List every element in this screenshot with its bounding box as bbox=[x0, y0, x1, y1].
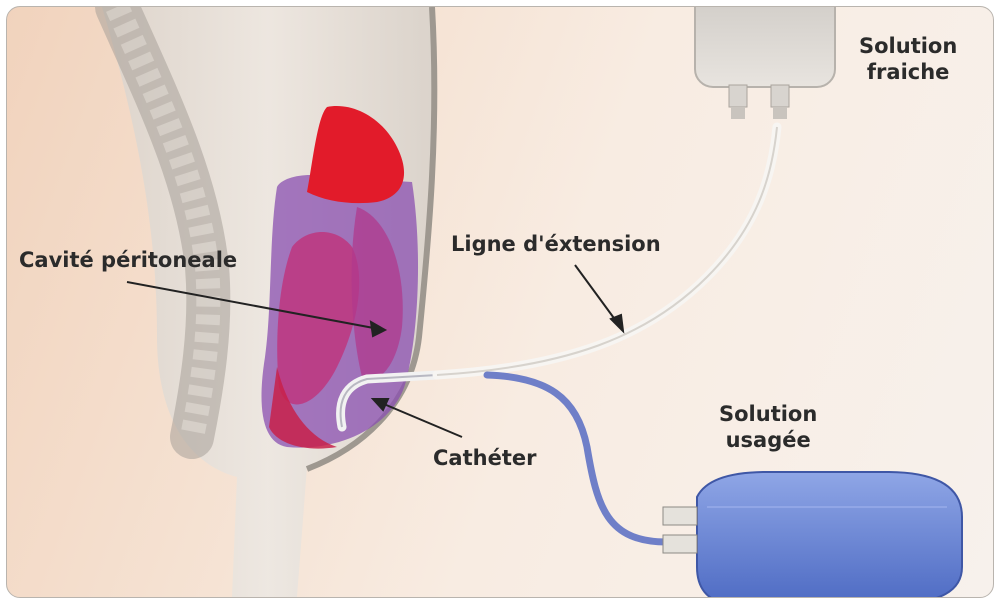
fresh-solution-bag-icon bbox=[695, 7, 835, 119]
arrow-catheter bbox=[379, 402, 462, 437]
label-used-solution: Solution usagée bbox=[719, 401, 817, 453]
label-extension-line: Ligne d'éxtension bbox=[451, 231, 661, 257]
label-fresh-solution-line2: fraiche bbox=[859, 59, 957, 85]
arrow-extension bbox=[575, 265, 619, 325]
label-peritoneal-cavity: Cavité péritoneale bbox=[19, 247, 237, 273]
label-used-solution-line2: usagée bbox=[719, 427, 817, 453]
label-fresh-solution-line1: Solution bbox=[859, 33, 957, 59]
used-solution-bag-icon bbox=[663, 472, 962, 597]
dialysis-illustration bbox=[7, 7, 993, 597]
label-fresh-solution: Solution fraiche bbox=[859, 33, 957, 85]
label-used-solution-line1: Solution bbox=[719, 401, 817, 427]
label-catheter: Cathéter bbox=[433, 445, 536, 471]
diagram-frame: Solution fraiche Ligne d'éxtension Cavit… bbox=[6, 6, 994, 598]
